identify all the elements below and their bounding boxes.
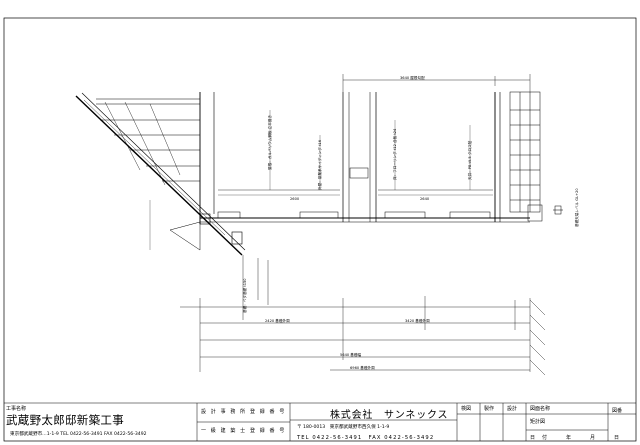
- note-ceiling: 天井：PB t9.5 クロス貼: [468, 140, 472, 180]
- drawing-title-label: 図面名称: [530, 406, 551, 412]
- drawing-title: 矩計図: [530, 419, 546, 425]
- leader-lines: [149, 110, 471, 250]
- project-name: 武蔵野太郎邸新築工事: [6, 413, 124, 427]
- title-block-lines: [4, 402, 636, 441]
- mid-dimension-2: 2640: [420, 197, 430, 201]
- company-tel: TEL 0422-56-3491 FAX 0422-56-3492: [297, 435, 435, 441]
- note-wall: 外壁：窯業系サイディング t16: [318, 140, 322, 190]
- header-inspect: 検図: [461, 406, 472, 412]
- lower-dimension-lines: [180, 255, 531, 372]
- bottom-dimension-2: 6960 基礎外周: [350, 366, 375, 370]
- note-foundation: 基礎：ベタ基礎 t150: [243, 278, 247, 313]
- structure: [199, 92, 530, 225]
- note-roof: 屋根：ガルバリウム鋼板 立平葺き: [268, 114, 272, 170]
- top-dimension-label: 3640 屋根勾配: [400, 76, 425, 80]
- roof: [75, 92, 246, 256]
- right-wall-detail: [509, 91, 563, 222]
- project-label: 工事名称: [6, 406, 27, 412]
- lower-dimension-2: 3420 基礎外周: [405, 319, 430, 323]
- header-draft: 製作: [484, 406, 495, 412]
- mid-dimension-1: 2600: [290, 197, 300, 201]
- ground-hatch: [529, 299, 546, 376]
- header-design: 設計: [507, 406, 518, 412]
- drawing-number-label: 図番: [612, 408, 623, 414]
- bottom-dimension-1: 5640 基礎幅: [340, 353, 362, 357]
- sheet-border: [3, 17, 637, 442]
- architect-registration: 一 級 建 築 士 登 録 番 号: [201, 428, 286, 434]
- lower-dimension-1: 2420 基礎外周: [265, 319, 290, 323]
- project-address: 東京都武蔵野市…1-1-9 TEL 0422-56-3491 FAX 0422-…: [10, 432, 147, 437]
- company-name: 株式会社 サンネックス: [330, 410, 449, 421]
- top-dimension-lines: [342, 74, 531, 92]
- note-right-vertical: 基礎天端レベル GL+20: [575, 188, 579, 227]
- note-floor: 床：フローリング t12 合板 t24: [393, 128, 397, 180]
- date-label: 日付 年 月 日: [530, 435, 627, 441]
- office-registration: 設 計 事 務 所 登 録 番 号: [201, 409, 286, 415]
- company-address: 〒 180-0013 東京都武蔵野市西久保 1-1-9: [297, 425, 390, 430]
